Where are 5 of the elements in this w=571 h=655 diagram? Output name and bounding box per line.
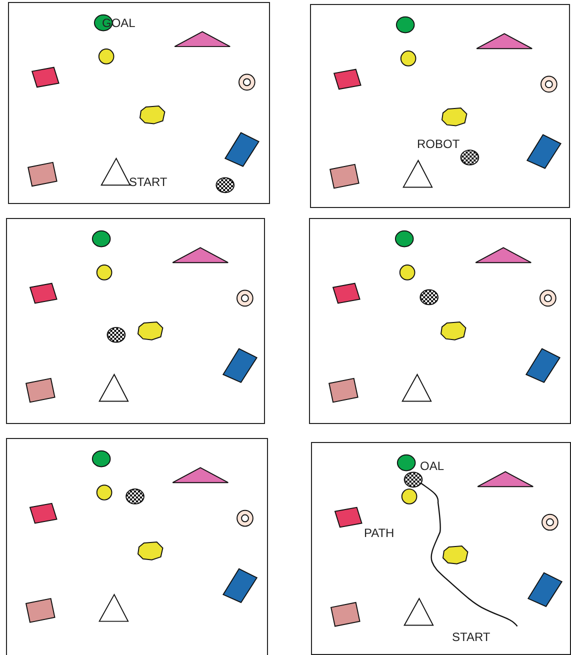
scene-label: PATH [364, 526, 394, 540]
scene-label: START [129, 175, 168, 189]
scene-label: OAL [420, 459, 444, 473]
scene-label: ROBOT [417, 137, 460, 151]
scene-label: START [452, 630, 490, 644]
